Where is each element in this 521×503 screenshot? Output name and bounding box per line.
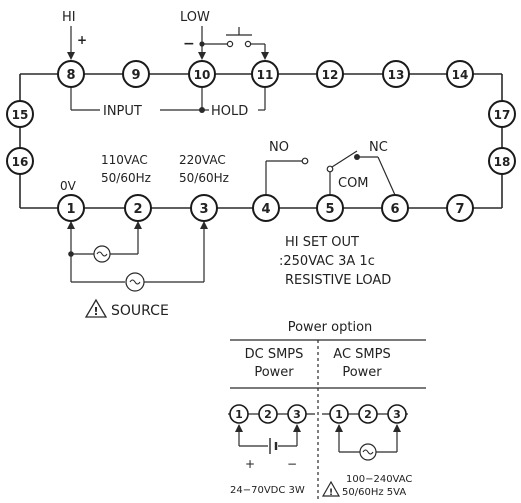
svg-text:3: 3: [199, 202, 208, 217]
low-input-wiring: [198, 26, 269, 60]
relay-contacts: [265, 150, 396, 196]
svg-text:10: 10: [194, 68, 211, 82]
hi-set-out-label: HI SET OUT: [285, 235, 359, 250]
relay-rating-label: :250VAC 3A 1c: [279, 254, 375, 269]
svg-text:18: 18: [494, 155, 511, 169]
terminal-17: 17: [488, 100, 516, 128]
dc-minus-label: −: [287, 457, 297, 471]
hi-plus-label: +: [77, 33, 87, 47]
svg-text:6: 6: [390, 202, 399, 217]
terminal-7: 7: [446, 194, 474, 222]
ac-spec-freq: 50/60Hz 5VA: [342, 487, 406, 498]
resistive-load-label: RESISTIVE LOAD: [285, 273, 391, 288]
svg-text:14: 14: [452, 68, 469, 82]
warning-icon: !: [84, 298, 108, 318]
terminal-15: 15: [6, 100, 34, 128]
svg-text:15: 15: [12, 108, 29, 122]
svg-text:9: 9: [131, 68, 140, 83]
input-label: INPUT: [103, 104, 142, 119]
input-hold-bracket: [70, 88, 266, 113]
svg-text:2: 2: [364, 408, 372, 421]
svg-text:1: 1: [335, 408, 343, 421]
svg-text:7: 7: [455, 202, 464, 217]
terminal-4: 4: [252, 194, 280, 222]
power-option-table: Power option DC SMPS Power AC SMPS Power: [230, 320, 426, 500]
terminal-10: 10: [188, 60, 216, 88]
terminal-14: 14: [446, 60, 474, 88]
dc-terminal-1: 1: [229, 404, 249, 424]
terminal-1: 1: [57, 194, 85, 222]
svg-text:2: 2: [133, 202, 142, 217]
ac-smps-subtitle: Power: [342, 365, 382, 380]
dc-smps-subtitle: Power: [254, 365, 294, 380]
top-bus-wires: [19, 73, 503, 208]
com-label: COM: [338, 176, 369, 191]
svg-text:11: 11: [257, 68, 274, 82]
terminal-12: 12: [316, 60, 344, 88]
low-minus-label: −: [183, 36, 195, 52]
power-option-title: Power option: [288, 320, 373, 335]
terminal-3: 3: [190, 194, 218, 222]
svg-text:17: 17: [494, 108, 511, 122]
hi-input-arrow: [67, 26, 75, 60]
source-label: SOURCE: [111, 303, 169, 319]
220vac-label: 220VAC: [179, 153, 226, 167]
dc-terminal-3: 3: [287, 404, 307, 424]
terminal-2: 2: [124, 194, 152, 222]
svg-text:13: 13: [388, 68, 405, 82]
dc-smps-title: DC SMPS: [245, 347, 304, 362]
terminal-5: 5: [316, 194, 344, 222]
nc-label: NC: [369, 140, 388, 155]
svg-text:16: 16: [12, 155, 29, 169]
ac-terminal-3: 3: [387, 404, 407, 424]
svg-text:8: 8: [66, 68, 75, 83]
ac-warning-icon: !: [321, 480, 341, 498]
110vac-hz-label: 50/60Hz: [101, 171, 151, 185]
svg-text:3: 3: [393, 408, 401, 421]
svg-text:1: 1: [235, 408, 243, 421]
dc-spec-label: 24−70VDC 3W: [230, 485, 305, 496]
dc-terminal-2: 2: [258, 404, 278, 424]
svg-text:3: 3: [293, 408, 301, 421]
no-label: NO: [269, 140, 289, 155]
terminal-13: 13: [382, 60, 410, 88]
hi-label: HI: [62, 10, 76, 25]
terminal-8: 8: [57, 60, 85, 88]
svg-text:12: 12: [322, 68, 339, 82]
terminal-16: 16: [6, 147, 34, 175]
ac-smps-title: AC SMPS: [333, 347, 390, 362]
terminal-6: 6: [381, 194, 409, 222]
0v-label: 0V: [60, 179, 77, 193]
source-wiring: [67, 221, 208, 292]
ac-smps-wiring: [322, 413, 408, 461]
dc-plus-label: +: [245, 457, 255, 471]
low-label: LOW: [180, 10, 210, 25]
110vac-label: 110VAC: [101, 153, 148, 167]
ac-spec-voltage: 100−240VAC: [346, 474, 412, 485]
220vac-hz-label: 50/60Hz: [179, 171, 229, 185]
ac-terminal-1: 1: [329, 404, 349, 424]
svg-text:2: 2: [264, 408, 272, 421]
terminal-9: 9: [122, 60, 150, 88]
svg-text:4: 4: [261, 202, 270, 217]
ac-terminal-2: 2: [358, 404, 378, 424]
terminal-11: 11: [251, 60, 279, 88]
svg-text:!: !: [93, 305, 98, 318]
svg-text:1: 1: [66, 202, 75, 217]
svg-text:!: !: [329, 488, 333, 498]
hold-label: HOLD: [211, 104, 248, 119]
terminal-18: 18: [488, 147, 516, 175]
svg-text:5: 5: [325, 202, 334, 217]
